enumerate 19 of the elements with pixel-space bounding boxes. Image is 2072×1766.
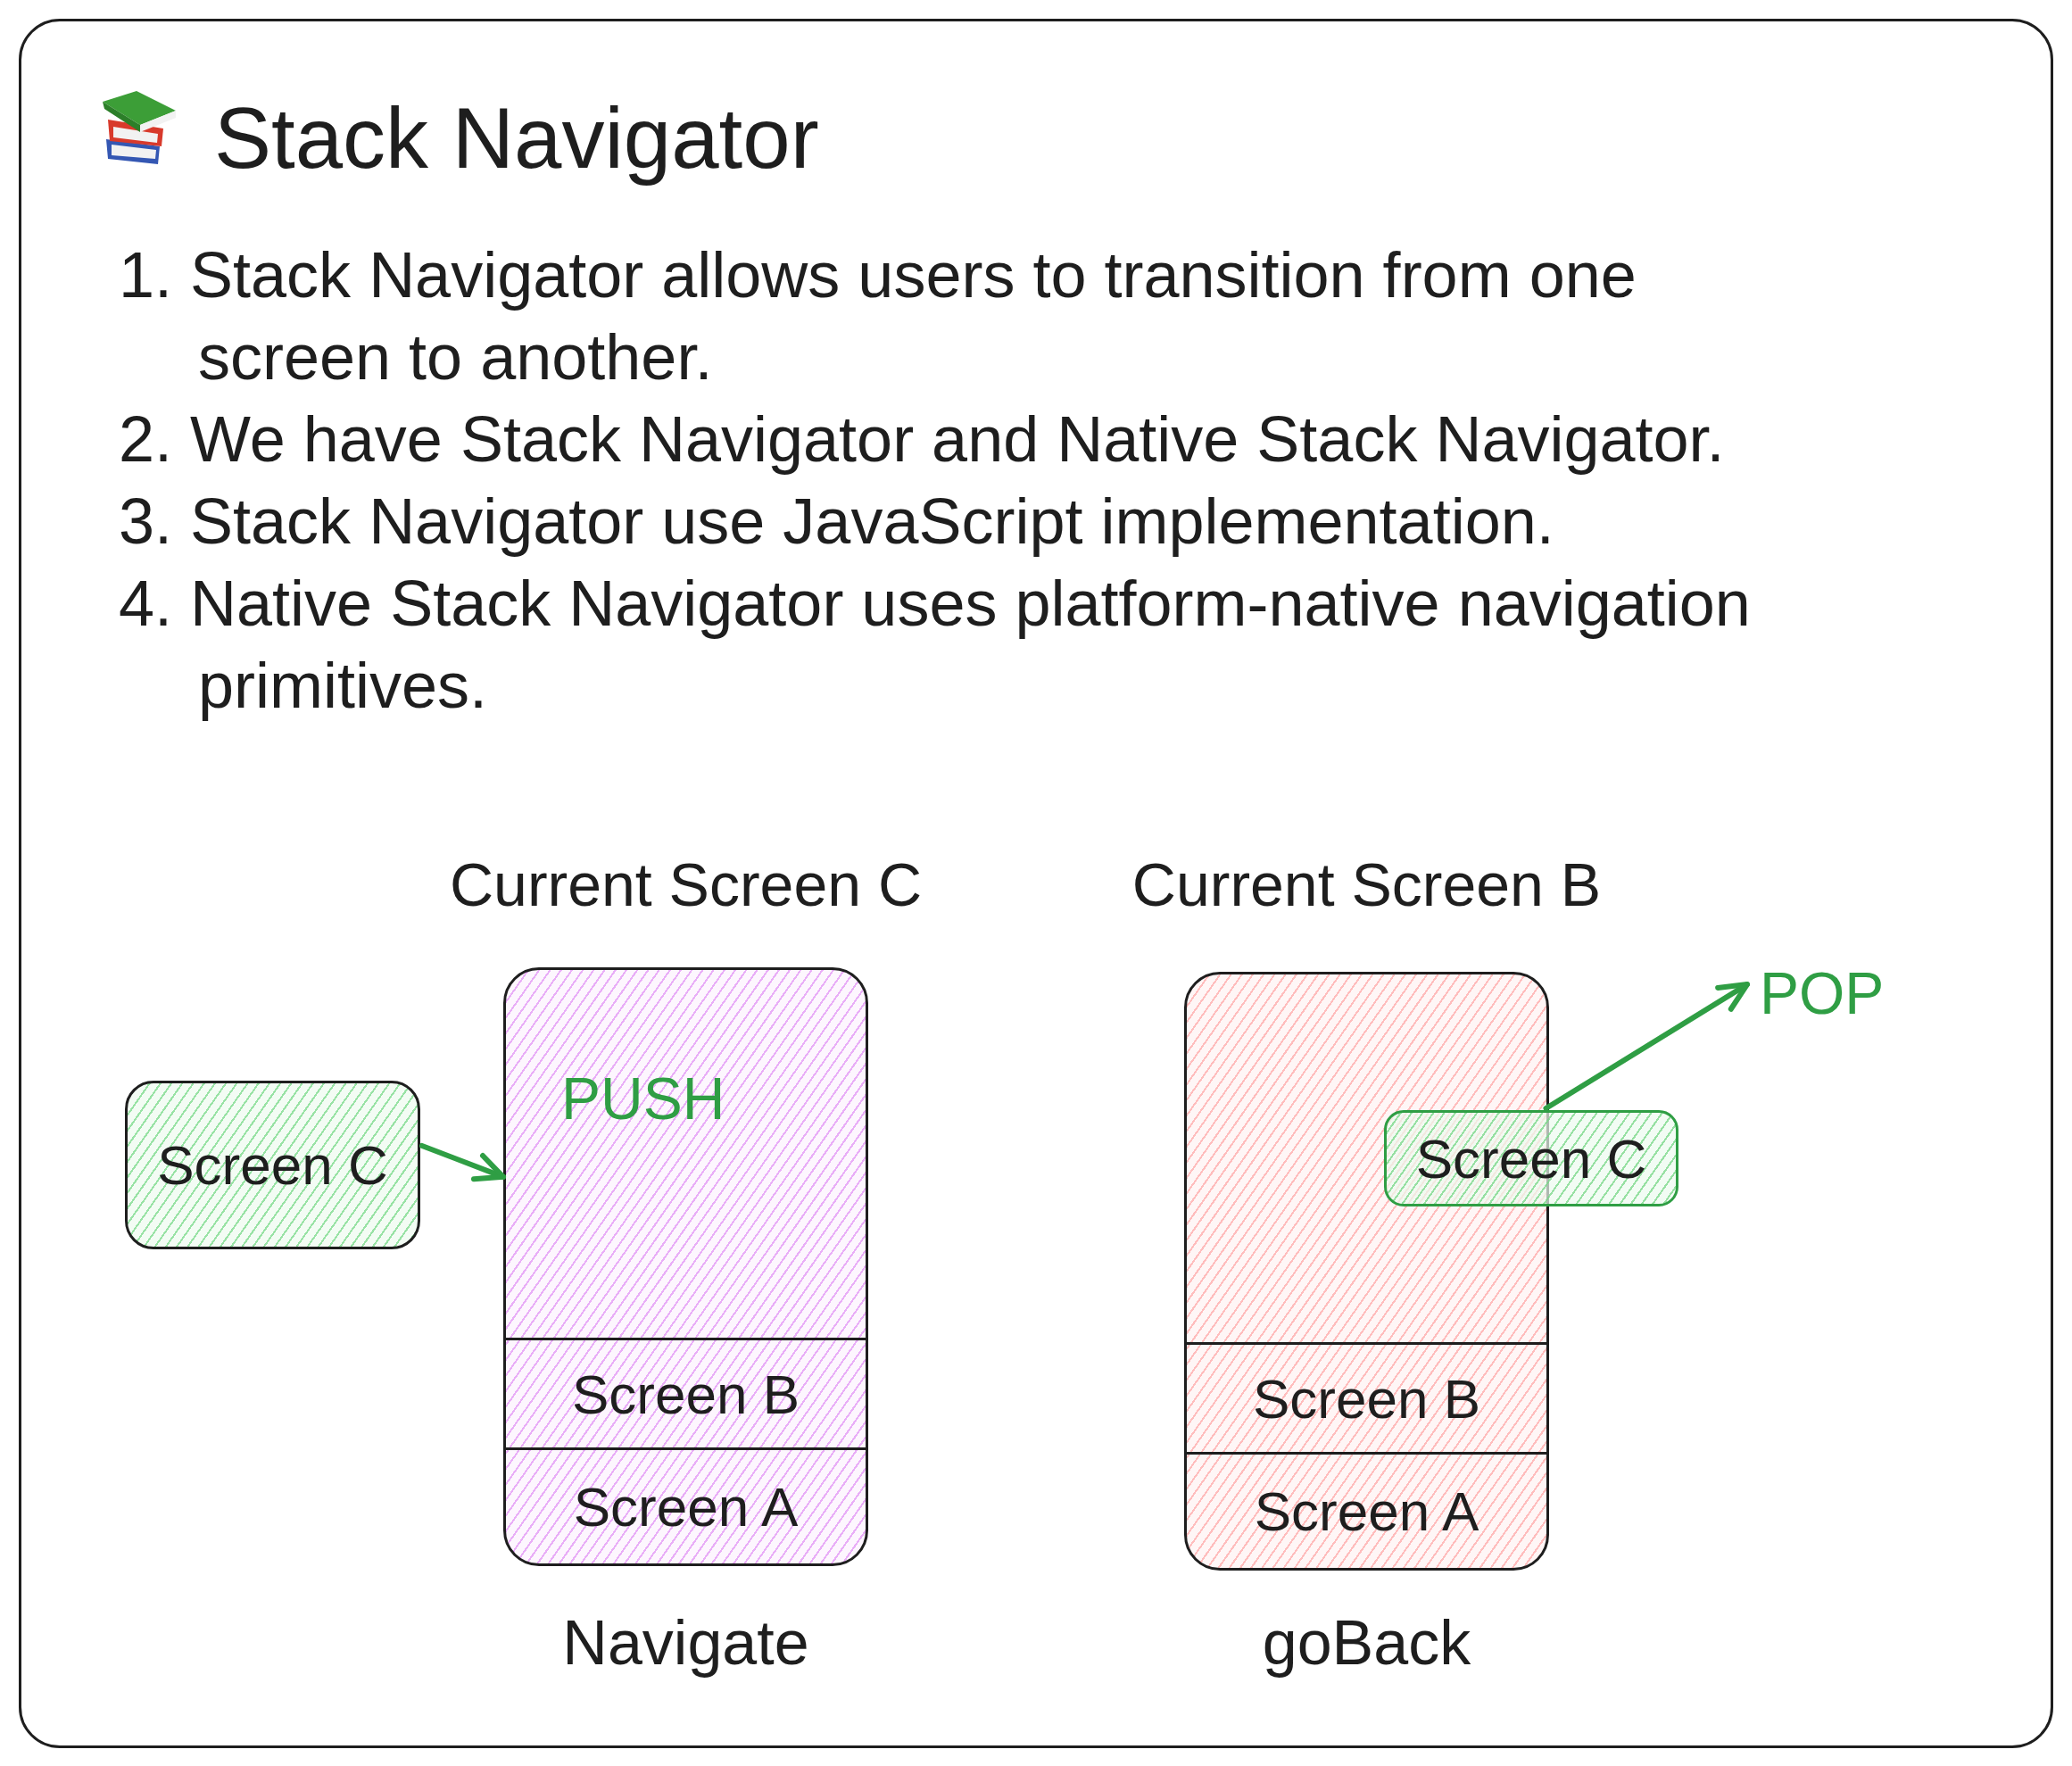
screen-slot: Screen A bbox=[506, 1447, 866, 1563]
stack-heading: Current Screen C bbox=[449, 850, 923, 920]
diagram-title: Stack Navigator bbox=[214, 89, 819, 187]
stack-heading: Current Screen B bbox=[1131, 850, 1602, 920]
list-item: 1. Stack Navigator allows users to transition from one screen to another. bbox=[119, 238, 1637, 394]
stack-caption: goBack bbox=[1262, 1607, 1471, 1679]
arrow bbox=[1543, 982, 1750, 1111]
list-item: 3. Stack Navigator use JavaScript implementation. bbox=[119, 485, 1555, 559]
screen-card: Screen C bbox=[1384, 1110, 1678, 1206]
screen-slot: Screen B bbox=[1187, 1342, 1546, 1452]
arrow bbox=[419, 1142, 506, 1182]
stack-caption: Navigate bbox=[562, 1607, 809, 1679]
list-item: 2. We have Stack Navigator and Native Stack Navigator. bbox=[119, 402, 1726, 477]
edge-label: PUSH bbox=[561, 1069, 725, 1128]
list-item: 4. Native Stack Navigator uses platform-native navigation primitives. bbox=[119, 567, 1752, 723]
screen-slot: Screen A bbox=[1187, 1452, 1546, 1568]
action-label: POP bbox=[1760, 964, 1885, 1023]
screen-card: Screen C bbox=[125, 1081, 420, 1249]
screen-slot: Screen B bbox=[506, 1338, 866, 1447]
